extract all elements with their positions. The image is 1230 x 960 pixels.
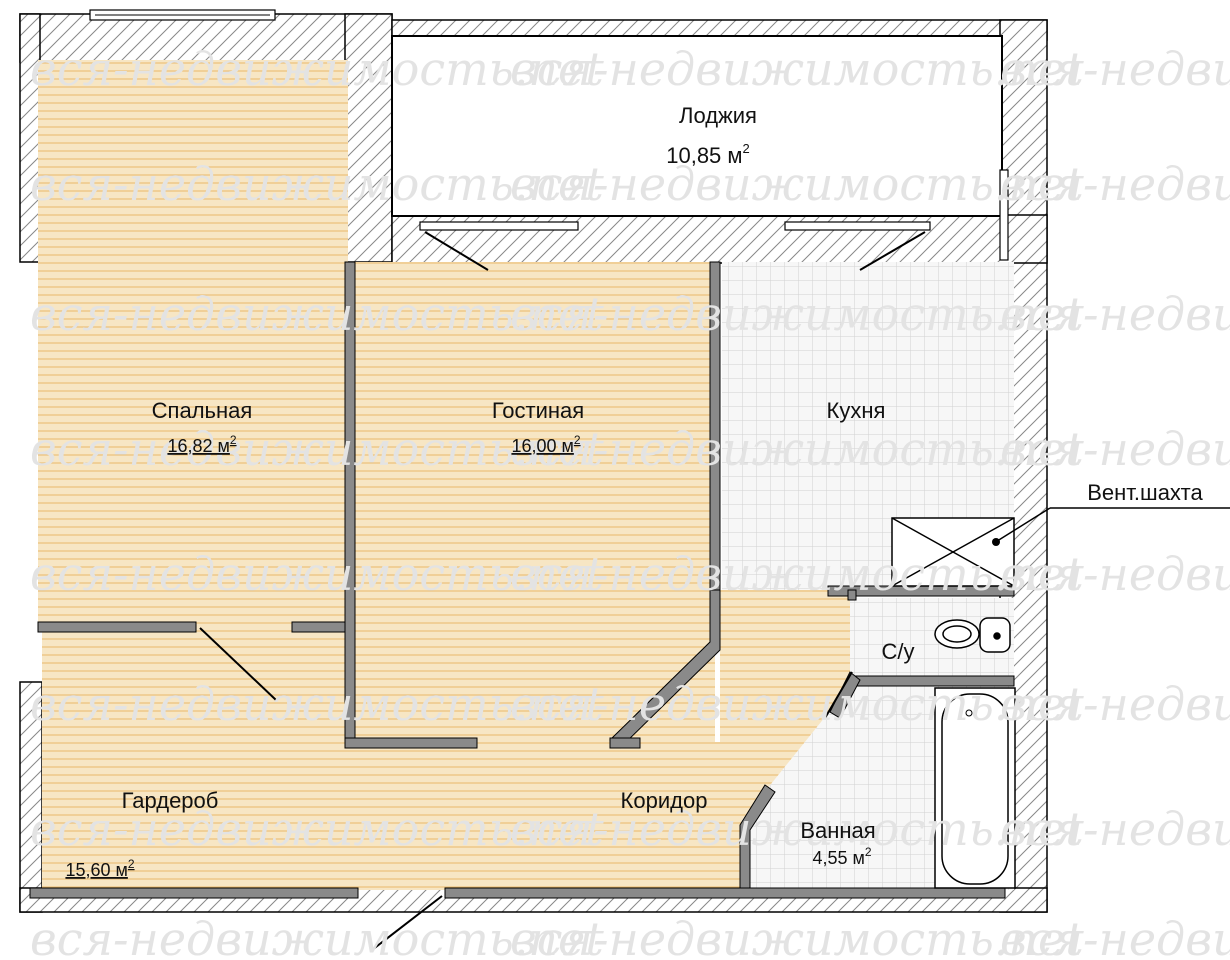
watermark-text: вся-недвижимость.net bbox=[510, 547, 1084, 601]
vent-shaft-label: Вент.шахта bbox=[1087, 480, 1203, 505]
vent-shaft-leader bbox=[993, 507, 1051, 544]
loggia-room bbox=[391, 35, 1003, 217]
windows bbox=[89, 9, 1009, 261]
bathroom-area: 4,55 м2 bbox=[812, 845, 871, 868]
watermark-text: вся-недвижимость.net bbox=[510, 422, 1084, 476]
bathroom-name: Ванная bbox=[800, 818, 875, 843]
watermark-text: вся-недвижимость.net bbox=[30, 912, 604, 960]
bedroom-floor bbox=[38, 60, 348, 628]
vent-shaft-dot bbox=[992, 538, 1000, 546]
watermark-text: вся-недвижимость.net bbox=[510, 912, 1084, 960]
corridor-floor-right bbox=[720, 590, 850, 820]
watermark-text: вся-недвижимость.net bbox=[1000, 157, 1230, 211]
watermark-text: вся-недвижимость.net bbox=[1000, 677, 1230, 731]
watermark-text: вся-недвижимость.net bbox=[510, 157, 1084, 211]
watermark-text: вся-недвижимость.net bbox=[510, 42, 1084, 96]
watermark-text: вся-недвижимость.net bbox=[30, 547, 604, 601]
corridor-floor-lower bbox=[347, 742, 742, 890]
room-labels: Лоджия 10,85 м2 Спальная 16,82 м2 Гостин… bbox=[65, 103, 1203, 880]
wardrobe-area: 15,60 м2 bbox=[65, 857, 134, 880]
watermark-text: вся-недвижимость.net bbox=[510, 677, 1084, 731]
watermark-text: вся-недвижимость.net bbox=[30, 677, 604, 731]
doors bbox=[199, 231, 926, 951]
toilet-fixture bbox=[934, 617, 1011, 653]
watermark-text: вся-недвижимость.net bbox=[1000, 802, 1230, 856]
kitchen-name: Кухня bbox=[827, 398, 886, 423]
wardrobe-name: Гардероб bbox=[122, 788, 219, 813]
watermark-text: вся-недвижимость.net bbox=[1000, 912, 1230, 960]
watermark-text: вся-недвижимость.net bbox=[1000, 42, 1230, 96]
living-floor bbox=[355, 262, 715, 742]
watermark-text: вся-недвижимость.net bbox=[510, 287, 1084, 341]
watermark-text: вся-недвижимость.net bbox=[1000, 422, 1230, 476]
watermark-text: вся-недвижимость.net bbox=[30, 42, 604, 96]
watermark-text: вся-недвижимость.net bbox=[1000, 547, 1230, 601]
vent-shaft bbox=[891, 517, 1015, 587]
loggia-name: Лоджия bbox=[679, 103, 757, 128]
wardrobe-floor bbox=[42, 628, 347, 890]
watermark-text: вся-недвижимость.net bbox=[30, 157, 604, 211]
bathtub bbox=[934, 687, 1016, 889]
living-area: 16,00 м2 bbox=[511, 433, 580, 456]
watermarks: вся-недвижимость.net вся-недвижимость.ne… bbox=[30, 42, 1230, 960]
toilet-name: С/у bbox=[882, 639, 915, 664]
living-name: Гостиная bbox=[492, 398, 584, 423]
watermark-text: вся-недвижимость.net bbox=[30, 422, 604, 476]
interior-walls bbox=[29, 261, 1015, 899]
watermark-text: вся-недвижимость.net bbox=[510, 802, 1084, 856]
bedroom-name: Спальная bbox=[152, 398, 253, 423]
watermark-text: вся-недвижимость.net bbox=[1000, 287, 1230, 341]
corridor-name: Коридор bbox=[621, 788, 708, 813]
watermark-text: вся-недвижимость.net bbox=[30, 802, 604, 856]
bedroom-area: 16,82 м2 bbox=[167, 433, 236, 456]
loggia-area: 10,85 м2 bbox=[666, 141, 750, 168]
watermark-text: вся-недвижимость.net bbox=[30, 287, 604, 341]
